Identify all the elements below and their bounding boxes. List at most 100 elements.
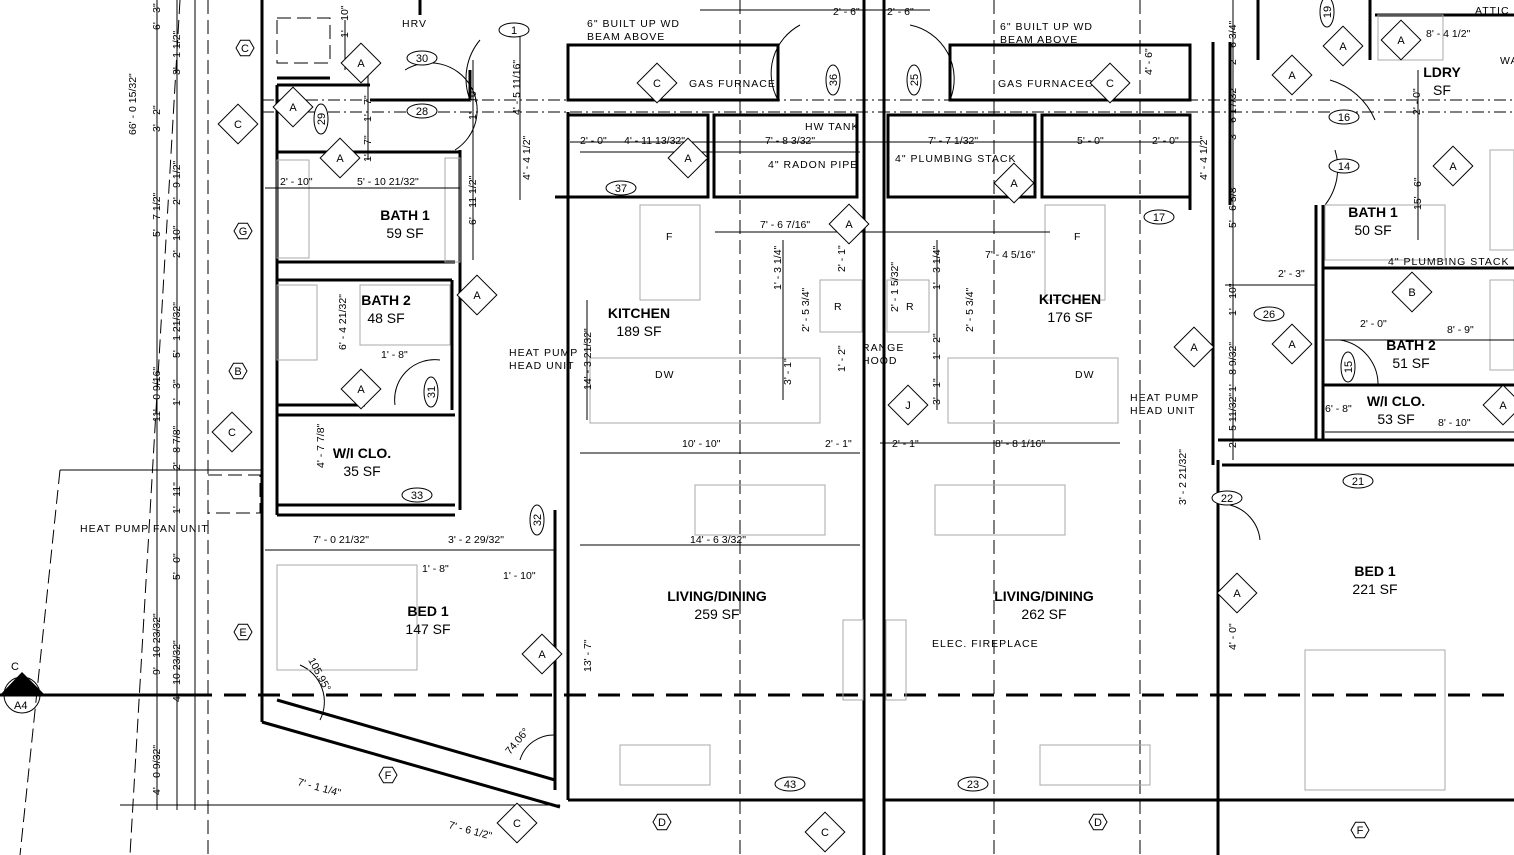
dining-table bbox=[694, 484, 826, 536]
dimension-label: 2' - 10" bbox=[171, 225, 183, 258]
tag-letter: A bbox=[1288, 339, 1296, 351]
window-tag-hexagon[interactable]: E bbox=[233, 623, 253, 641]
elevation-tag-diamond[interactable]: C bbox=[1089, 62, 1131, 104]
elevation-tag-diamond[interactable]: B bbox=[1391, 271, 1433, 313]
elevation-tag-diamond[interactable]: A bbox=[319, 137, 361, 179]
door-number: 30 bbox=[416, 53, 428, 65]
elevation-tag-diamond[interactable]: A bbox=[456, 274, 498, 316]
diamond-icon bbox=[319, 137, 361, 179]
tag-letter: D bbox=[1094, 817, 1102, 829]
elevation-tag-diamond[interactable]: A bbox=[340, 42, 382, 84]
tag-letter: A bbox=[473, 290, 481, 302]
dimension-label: 4' - 6" bbox=[1143, 48, 1155, 75]
dimension-label: 2' - 9 1/2" bbox=[171, 160, 183, 205]
elevation-tag-diamond[interactable]: C bbox=[804, 811, 846, 853]
elevation-tag-diamond[interactable]: A bbox=[272, 86, 314, 128]
oval-icon bbox=[313, 103, 329, 135]
note-label: HEAT PUMP bbox=[509, 347, 578, 359]
elevation-tag-diamond[interactable]: A bbox=[1173, 326, 1215, 368]
dimension-label: 105.95° bbox=[305, 656, 333, 694]
note-label: HOOD bbox=[862, 355, 898, 367]
door-tag[interactable]: 37 bbox=[605, 180, 637, 196]
door-tag[interactable]: 21 bbox=[1342, 473, 1374, 489]
elevation-tag-diamond[interactable]: A bbox=[1380, 19, 1422, 61]
elevation-tag-diamond[interactable]: A bbox=[1216, 572, 1258, 614]
note-label: BEAM ABOVE bbox=[1000, 34, 1078, 46]
elevation-tag-diamond[interactable]: C bbox=[636, 62, 678, 104]
dimension-label: 10' - 10" bbox=[682, 438, 721, 450]
note-label: GAS FURNACE bbox=[689, 78, 776, 90]
elevation-tag-diamond[interactable]: A bbox=[340, 368, 382, 410]
dimension-label: 2' - 0" bbox=[1411, 88, 1423, 115]
elevation-tag-diamond[interactable]: A bbox=[828, 203, 870, 245]
window-tag-hexagon[interactable]: F bbox=[1350, 821, 1370, 839]
elevation-tag-diamond[interactable]: A bbox=[1432, 145, 1474, 187]
diamond-icon bbox=[217, 103, 259, 145]
range bbox=[819, 279, 863, 333]
dimension-label: 4' - 4 1/2" bbox=[1198, 135, 1210, 180]
hexagon-icon bbox=[1350, 821, 1370, 839]
dimension-label: 6' - 11 1/2" bbox=[467, 175, 479, 225]
door-tag[interactable]: 29 bbox=[313, 103, 329, 135]
note-label: 6" BUILT UP WD bbox=[587, 18, 680, 30]
dimension-label: 5' - 6 5/8" bbox=[1227, 183, 1239, 228]
door-tag[interactable]: 19 bbox=[1319, 0, 1335, 28]
fireplace bbox=[885, 619, 907, 701]
note-label: HEAT PUMP bbox=[1130, 392, 1199, 404]
door-number: 25 bbox=[909, 74, 921, 86]
dimension-label: 2' - 1 5/32" bbox=[889, 262, 901, 312]
window-tag-hexagon[interactable]: D bbox=[1088, 813, 1108, 831]
door-tag[interactable]: 16 bbox=[1328, 109, 1360, 125]
room-area: 51 SF bbox=[1392, 355, 1429, 371]
wall-path bbox=[299, 664, 325, 721]
window-tag-hexagon[interactable]: C bbox=[235, 39, 255, 57]
elevation-tag-diamond[interactable]: A bbox=[1482, 384, 1514, 426]
dimension-label: 3' - 1" bbox=[931, 378, 943, 405]
tag-letter: C bbox=[821, 827, 829, 839]
elevation-tag-diamond[interactable]: A bbox=[667, 137, 709, 179]
elevation-tag-diamond[interactable]: A bbox=[1271, 54, 1313, 96]
door-tag[interactable]: 23 bbox=[957, 776, 989, 792]
door-tag[interactable]: 33 bbox=[401, 487, 433, 503]
tag-letter: J bbox=[905, 400, 911, 412]
diamond-icon bbox=[667, 137, 709, 179]
diamond-icon bbox=[887, 384, 929, 426]
door-tag[interactable]: 28 bbox=[406, 103, 438, 119]
room-name: BED 1 bbox=[1354, 563, 1395, 579]
dimension-label: 2' - 5 11/32" bbox=[1227, 393, 1239, 448]
dimension-label: 74.06° bbox=[503, 726, 532, 757]
window-tag-hexagon[interactable]: B bbox=[228, 362, 248, 380]
dimension-label: 5' - 10 21/32" bbox=[357, 176, 419, 188]
door-tag[interactable]: 43 bbox=[774, 776, 806, 792]
door-tag[interactable]: 32 bbox=[529, 504, 545, 536]
door-tag[interactable]: 36 bbox=[825, 64, 841, 96]
elevation-tag-diamond[interactable]: C bbox=[211, 411, 253, 453]
door-tag[interactable]: 26 bbox=[1253, 306, 1285, 322]
door-tag[interactable]: 15 bbox=[1340, 351, 1356, 383]
door-tag[interactable]: 22 bbox=[1211, 490, 1243, 506]
elevation-tag-diamond[interactable]: C bbox=[496, 802, 538, 844]
door-tag[interactable]: 25 bbox=[906, 64, 922, 96]
elevation-tag-diamond[interactable]: J bbox=[887, 384, 929, 426]
door-tag[interactable]: 17 bbox=[1143, 209, 1175, 225]
door-tag[interactable]: 31 bbox=[423, 376, 439, 408]
note-label: RANGE bbox=[862, 342, 904, 354]
tag-letter: A bbox=[1499, 400, 1507, 412]
door-tag[interactable]: 1 bbox=[498, 22, 530, 38]
bathtub bbox=[1489, 149, 1514, 251]
window-tag-hexagon[interactable]: F bbox=[378, 766, 398, 784]
elevation-tag-diamond[interactable]: A bbox=[1271, 323, 1313, 365]
window-tag-hexagon[interactable]: G bbox=[233, 222, 253, 240]
hexagon-icon bbox=[233, 623, 253, 641]
elevation-tag-diamond[interactable]: C bbox=[217, 103, 259, 145]
diamond-icon bbox=[1216, 572, 1258, 614]
elevation-tag-diamond[interactable]: A bbox=[993, 162, 1035, 204]
elevation-tag-diamond[interactable]: A bbox=[521, 633, 563, 675]
window-tag-hexagon[interactable]: D bbox=[652, 813, 672, 831]
wall-path bbox=[519, 734, 556, 761]
door-tag[interactable]: 14 bbox=[1328, 158, 1360, 174]
door-tag[interactable]: 30 bbox=[406, 50, 438, 66]
elevation-tag-diamond[interactable]: A bbox=[1322, 25, 1364, 67]
dimension-label: 8' - 4 1/2" bbox=[1426, 28, 1471, 40]
dimension-label: 7' - 1 1/4" bbox=[296, 776, 342, 799]
